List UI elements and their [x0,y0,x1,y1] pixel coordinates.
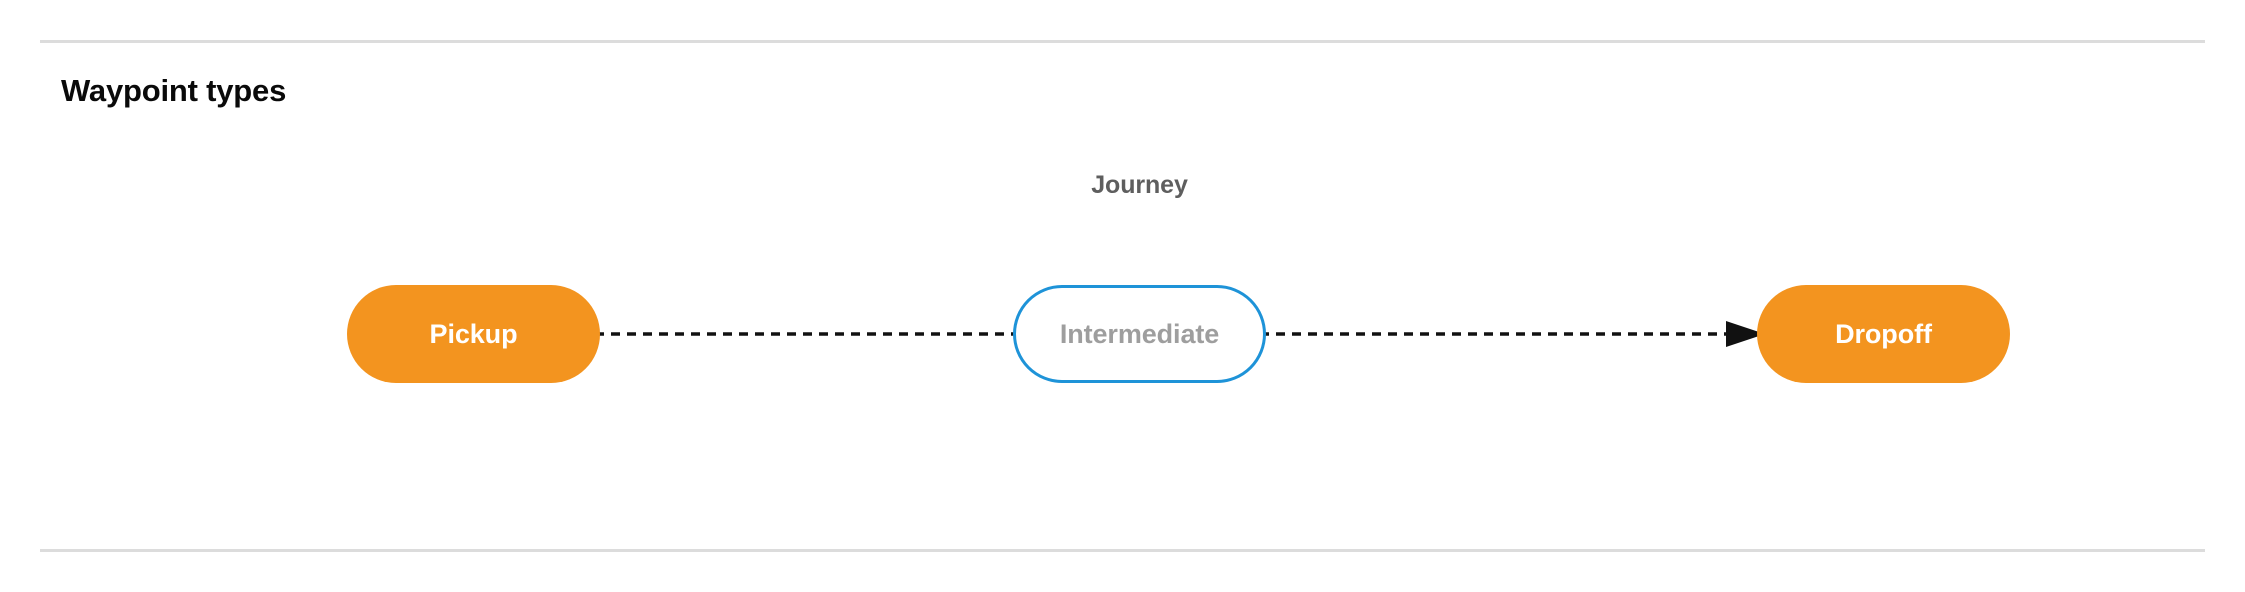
waypoint-node-dropoff[interactable]: Dropoff [1757,285,2010,383]
waypoint-node-intermediate[interactable]: Intermediate [1013,285,1266,383]
connector-pickup-to-intermediate [595,332,1020,336]
waypoint-node-label: Pickup [429,318,518,349]
section-divider-bottom [40,549,2205,552]
waypoint-node-label: Dropoff [1835,318,1932,349]
journey-group-label: Journey [1091,171,1188,199]
arrowhead-icon [1726,321,1765,347]
section-divider-top [40,40,2205,43]
waypoint-node-label: Intermediate [1059,318,1220,349]
waypoint-node-pickup[interactable]: Pickup [347,285,600,383]
section-title: Waypoint types [61,73,287,108]
connector-intermediate-to-dropoff [1260,321,1765,347]
